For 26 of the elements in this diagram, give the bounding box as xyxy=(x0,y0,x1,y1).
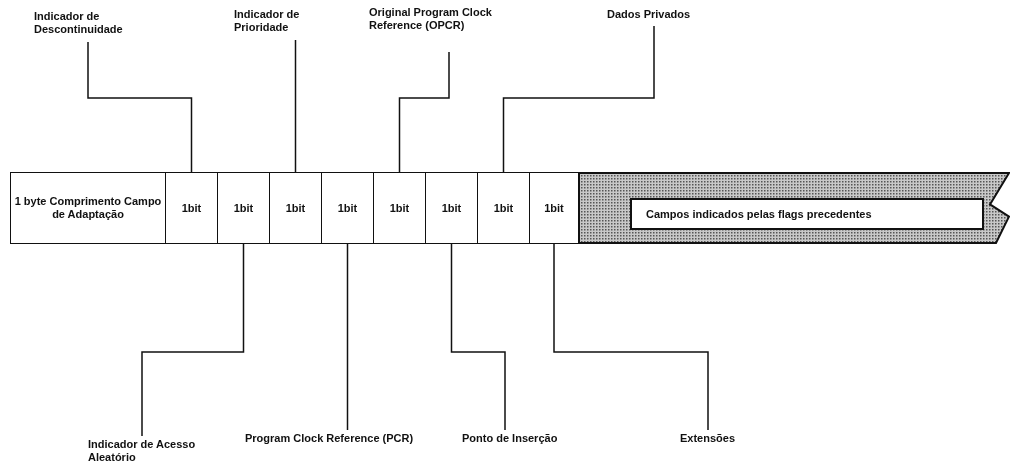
field-cell: 1bit xyxy=(165,172,218,244)
field-cell: 1bit xyxy=(477,172,530,244)
field-label: Indicador de Acesso Aleatório xyxy=(88,438,198,468)
field-box: Campos indicados pelas flags precedentes xyxy=(630,198,984,230)
field-label: Program Clock Reference (PCR) xyxy=(245,432,435,462)
leader-line xyxy=(398,51,450,173)
field-cell: 1bit xyxy=(529,172,579,244)
field-cell: 1 byte Comprimento Campo de Adaptação xyxy=(10,172,166,244)
leader-line xyxy=(346,243,349,431)
field-cell: 1bit xyxy=(321,172,374,244)
leader-line xyxy=(502,25,655,173)
leader-line xyxy=(294,39,297,173)
field-label: Indicador de Prioridade xyxy=(234,8,344,38)
field-cell: 1bit xyxy=(269,172,322,244)
field-cell: 1bit xyxy=(217,172,270,244)
field-label: Ponto de Inserção xyxy=(462,432,602,448)
leader-line xyxy=(450,243,506,431)
field-cell: 1bit xyxy=(425,172,478,244)
leader-line xyxy=(87,41,193,173)
field-label: Original Program Clock Reference (OPCR) xyxy=(369,6,539,50)
leader-line xyxy=(141,243,245,437)
field-label: Extensões xyxy=(680,432,760,448)
leader-line xyxy=(553,243,709,431)
field-label: Dados Privados xyxy=(607,8,717,24)
field-cell: 1bit xyxy=(373,172,426,244)
field-label: Indicador de Descontinuidade xyxy=(34,10,164,40)
